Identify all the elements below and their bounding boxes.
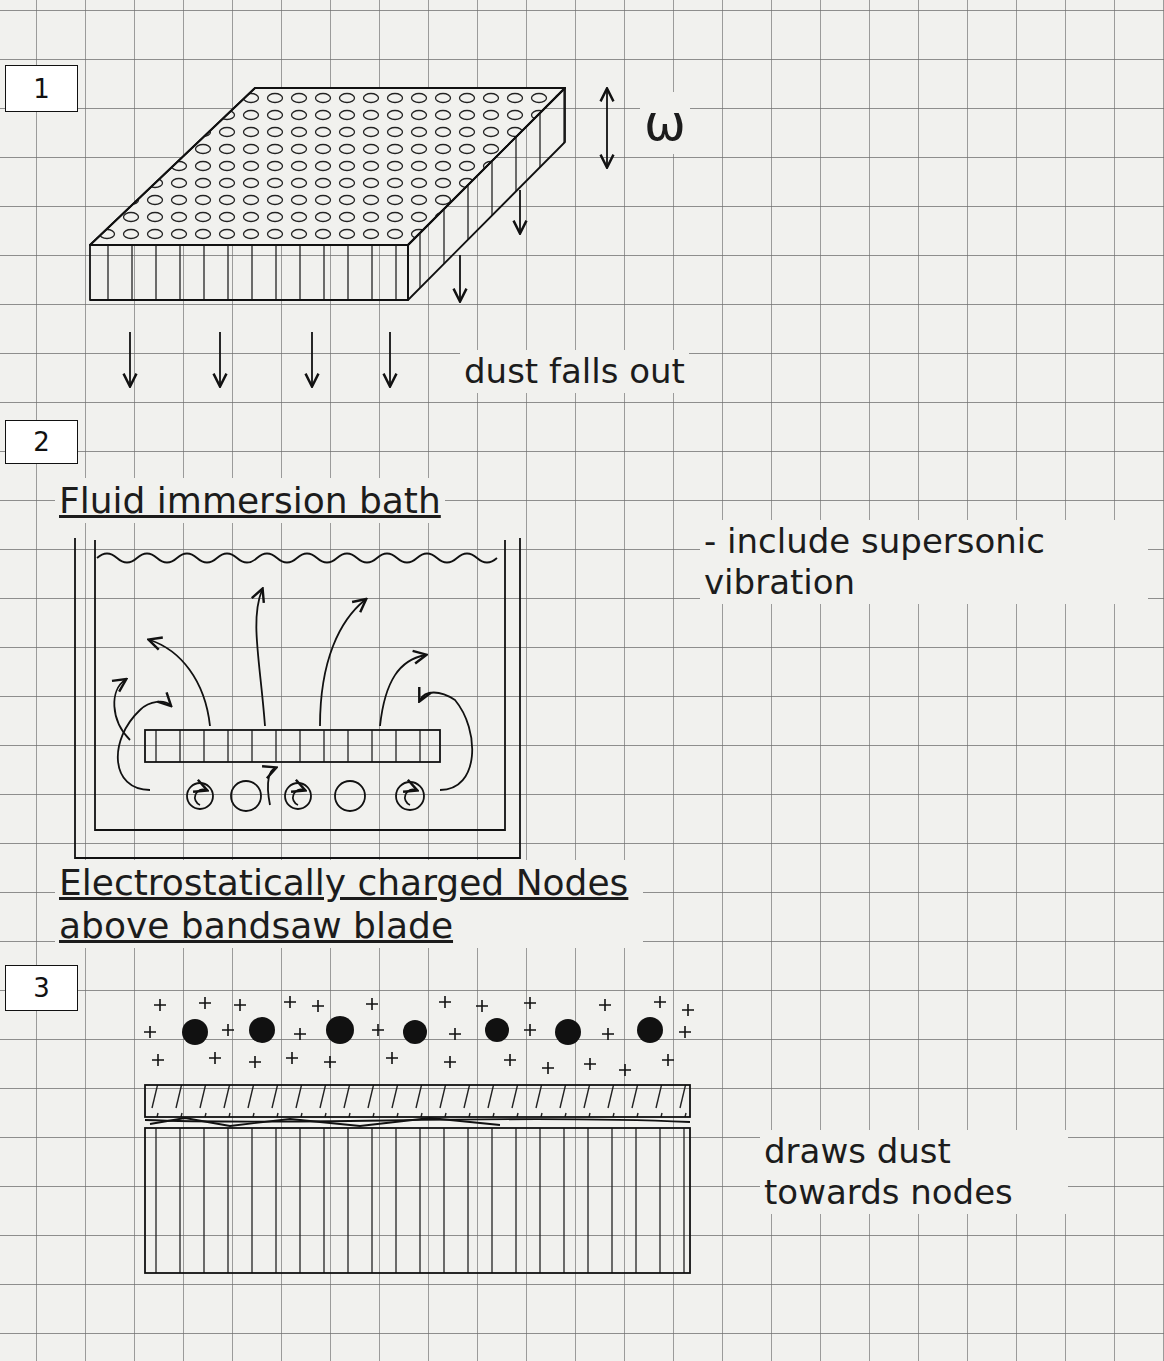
note-text: ω	[640, 92, 690, 154]
callout-number: 1	[33, 74, 50, 104]
section-heading: Electrostatically charged Nodes above ba…	[55, 860, 643, 948]
callout-box: 3	[5, 965, 78, 1011]
callout-number: 2	[33, 427, 50, 457]
section-heading: Fluid immersion bath	[55, 478, 445, 523]
callout-box: 1	[5, 65, 78, 112]
note-text: draws dust towards nodes	[760, 1130, 1068, 1214]
note-text: - include supersonic vibration	[700, 520, 1148, 604]
callout-number: 3	[33, 973, 50, 1003]
note-text: dust falls out	[460, 350, 689, 393]
callout-box: 2	[5, 420, 78, 464]
